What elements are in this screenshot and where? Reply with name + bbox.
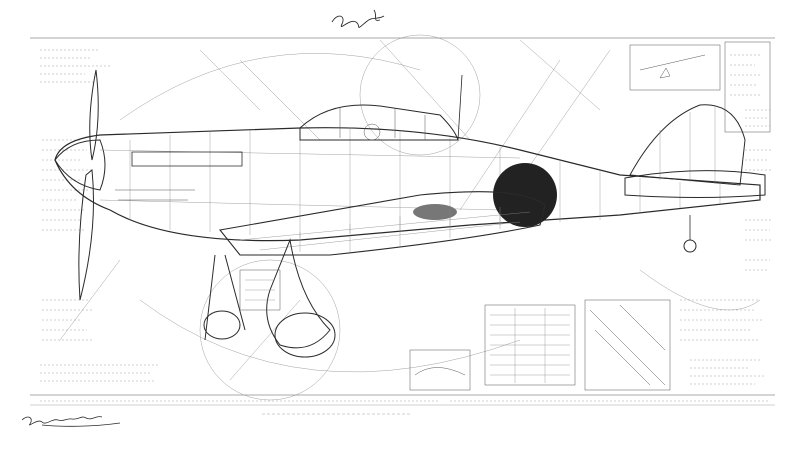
roundel bbox=[493, 163, 557, 227]
construction-lines bbox=[59, 34, 761, 401]
main-wing bbox=[218, 191, 546, 256]
right-annotation-column bbox=[690, 109, 773, 385]
signature-mark bbox=[21, 416, 121, 427]
header-signature bbox=[331, 9, 385, 28]
landing-gear bbox=[203, 238, 336, 358]
bottom-caption-lines bbox=[40, 400, 770, 415]
canopy bbox=[299, 74, 463, 141]
fuselage bbox=[54, 127, 761, 242]
left-annotation-column bbox=[40, 49, 160, 382]
tail-fin bbox=[624, 104, 766, 253]
propeller bbox=[78, 69, 99, 301]
detail-panel-bottom-right bbox=[409, 299, 762, 391]
sheet-frame bbox=[30, 37, 775, 406]
detail-panel-top-right bbox=[629, 41, 771, 133]
